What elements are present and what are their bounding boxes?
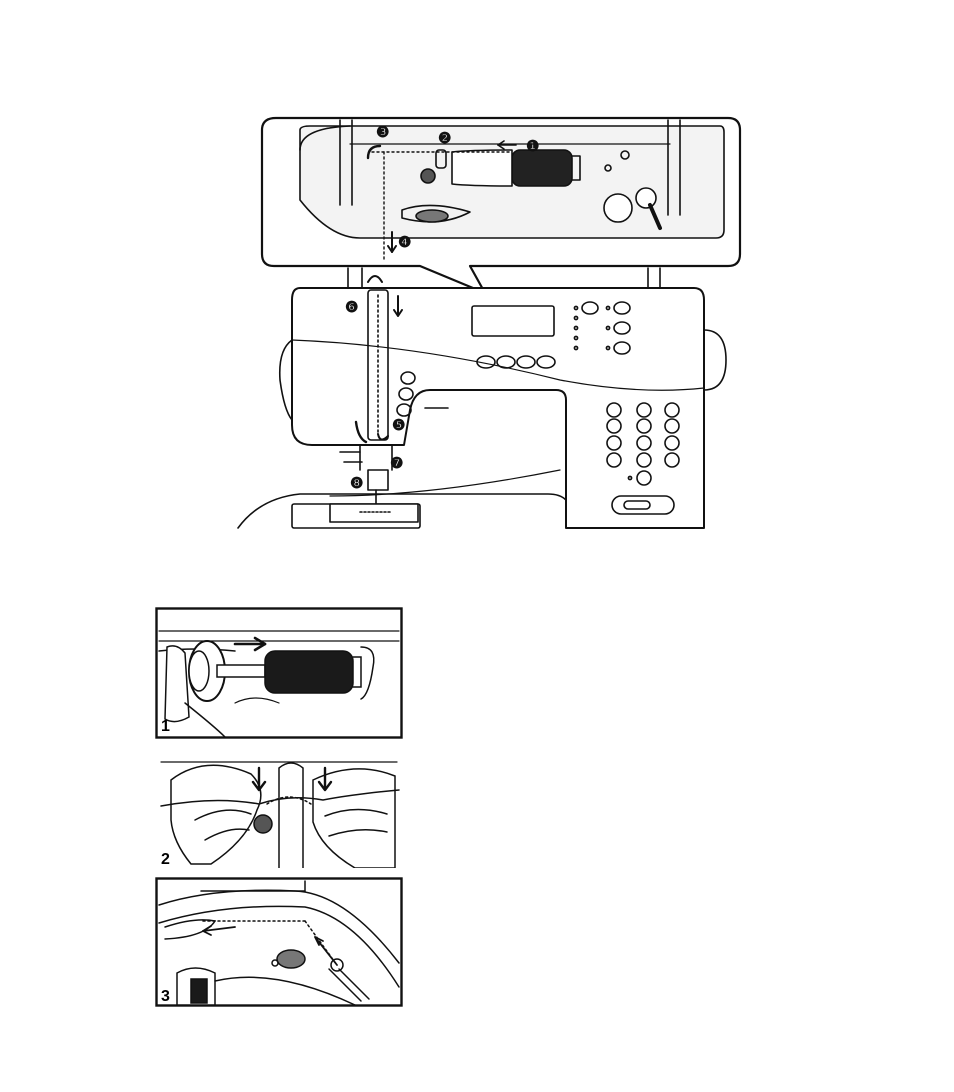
callout-3: ❸	[376, 124, 389, 141]
lcd-screen	[472, 306, 554, 336]
thread-spool	[265, 651, 353, 693]
main-threading-illustration: ❶ ❷ ❸ ❹ ❺ ❻ ❼ ❽	[0, 0, 954, 560]
detail-panel-2: 2	[155, 760, 403, 868]
callout-4: ❹	[398, 234, 411, 251]
callout-2: ❷	[438, 130, 451, 147]
spool-thread	[512, 150, 572, 186]
panel-2-label: 2	[161, 851, 170, 868]
panel-3-label: 3	[161, 988, 170, 1005]
callout-6: ❻	[345, 299, 358, 316]
callout-8: ❽	[350, 475, 363, 492]
detail-panel-3: 3	[155, 877, 403, 1007]
callout-7: ❼	[390, 455, 403, 472]
detail-panel-1: 1	[155, 607, 403, 739]
panel-1-label: 1	[161, 718, 170, 735]
callout-1: ❶	[526, 138, 539, 155]
callout-5: ❺	[392, 417, 405, 434]
